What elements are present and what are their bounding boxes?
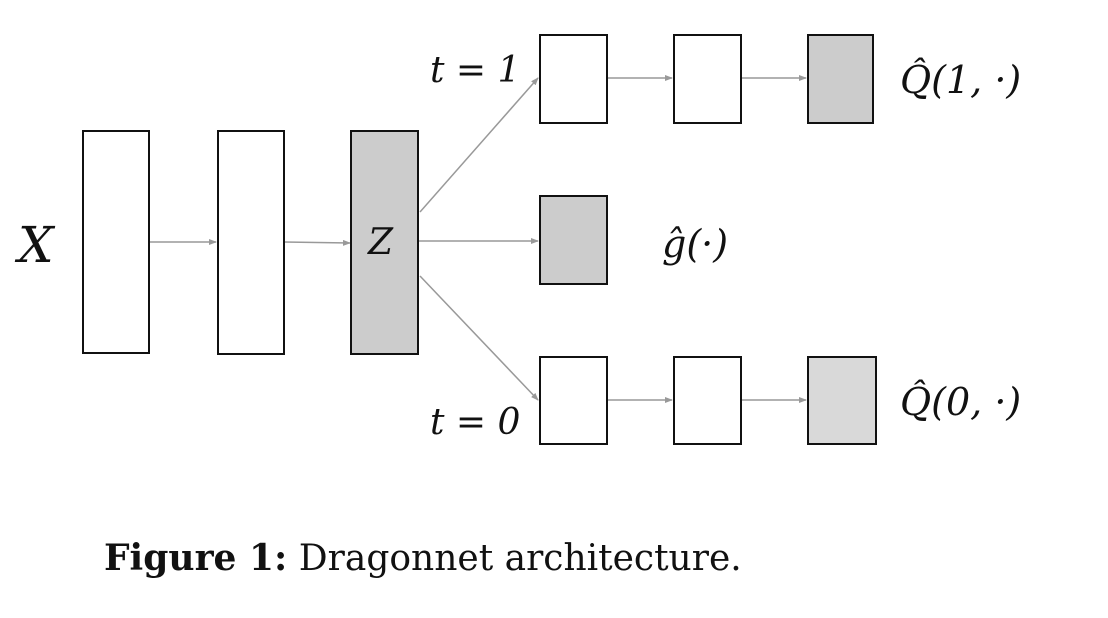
bottom-output-box (807, 356, 877, 445)
bottom-branch-layer-1-box (539, 356, 608, 445)
top-branch-layer-1-box (539, 34, 608, 124)
top-output-label: Q̂(1, ·) (900, 58, 1021, 102)
arrow-hidden-to-z (283, 239, 351, 246)
caption-label: Figure 1: (104, 537, 288, 579)
bottom-branch-label: t = 0 (430, 402, 520, 443)
propensity-output-label: ĝ(·) (662, 222, 728, 266)
arrow-z-to-bottom-branch (419, 275, 539, 401)
input-layer-box (82, 130, 150, 354)
top-output-box (807, 34, 874, 124)
caption-text: Dragonnet architecture. (298, 538, 742, 579)
latent-representation-box (350, 130, 419, 355)
arrow-z-to-top-branch (419, 77, 539, 213)
arrows (150, 75, 807, 403)
top-branch-layer-2-box (673, 34, 742, 124)
propensity-output-box (539, 195, 608, 285)
layers (82, 34, 877, 445)
architecture-diagram: X Z t = 1 t = 0 Q̂(1, ·) ĝ(·) Q̂(0, ·) (14, 34, 1021, 445)
input-label: X (14, 216, 56, 274)
bottom-branch-layer-2-box (673, 356, 742, 445)
top-branch-label: t = 1 (430, 50, 520, 91)
bottom-output-label: Q̂(0, ·) (900, 380, 1021, 424)
figure-caption: Figure 1: Dragonnet architecture. (104, 540, 742, 577)
hidden-layer-box (217, 130, 285, 355)
latent-label: Z (367, 222, 394, 263)
